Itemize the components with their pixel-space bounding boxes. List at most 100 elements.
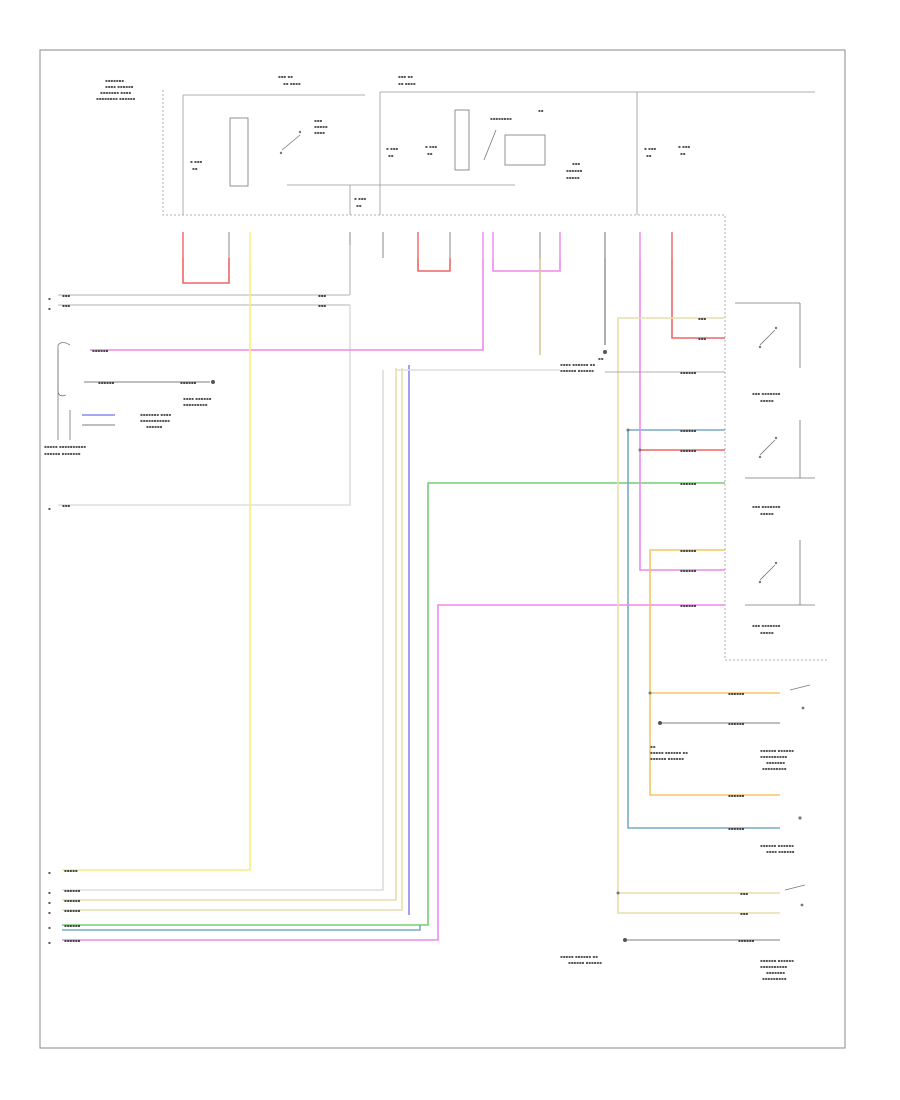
svg-text:▪▪▪▪▪▪: ▪▪▪▪▪▪ [680,428,697,433]
svg-text:▪▪▪▪▪▪: ▪▪▪▪▪▪ [680,448,697,453]
svg-text:▪▪▪▪▪▪ ▪▪▪▪▪▪: ▪▪▪▪▪▪ ▪▪▪▪▪▪ [760,958,794,963]
main-relay: ▪▪▪ ▪▪▪▪▪ ▪▪▪▪ [229,117,328,187]
svg-text:▪▪▪▪▪ ▪▪▪▪▪▪ ▪▪: ▪▪▪▪▪ ▪▪▪▪▪▪ ▪▪ [560,954,598,959]
svg-text:▪▪: ▪▪ [388,153,394,158]
svg-text:▪ ▪▪▪: ▪ ▪▪▪ [425,144,437,149]
svg-text:▪▪▪ ▪▪▪▪▪▪▪: ▪▪▪ ▪▪▪▪▪▪▪ [752,623,781,628]
svg-text:▪▪▪▪▪: ▪▪▪▪▪ [760,511,774,516]
svg-text:▪▪▪▪ ▪▪▪▪▪▪: ▪▪▪▪ ▪▪▪▪▪▪ [766,849,795,854]
hot-at-all-times-bus: ▪▪▪ ▪▪ ▪▪ ▪▪▪▪ [278,74,301,86]
svg-text:▪▪▪▪▪▪: ▪▪▪▪▪▪ [92,348,109,353]
svg-text:▪: ▪ [48,910,51,915]
svg-text:▪: ▪ [48,506,51,511]
svg-text:▪: ▪ [48,296,51,301]
svg-text:▪▪▪ ▪▪: ▪▪▪ ▪▪ [398,74,413,79]
svg-text:▪▪▪▪: ▪▪▪▪ [314,130,325,135]
svg-text:▪ ▪▪▪: ▪ ▪▪▪ [190,159,202,164]
svg-text:▪▪▪▪▪▪▪ ▪▪▪▪: ▪▪▪▪▪▪▪ ▪▪▪▪ [100,90,131,95]
svg-text:▪▪: ▪▪ [427,151,433,156]
svg-text:▪▪▪: ▪▪▪ [62,293,70,298]
svg-text:▪▪▪▪▪▪: ▪▪▪▪▪▪ [680,568,697,573]
svg-text:▪▪: ▪▪ [650,744,656,749]
svg-text:▪▪▪: ▪▪▪ [740,891,748,896]
engine-coolant-temp-sensor: ▪▪▪▪▪▪ ▪▪▪▪▪▪ ▪▪▪▪▪▪▪▪▪▪ ▪▪▪▪▪▪▪ ▪▪▪▪▪▪▪… [650,684,811,771]
svg-text:▪▪▪▪▪▪: ▪▪▪▪▪▪ [728,691,745,696]
svg-text:▪▪▪▪▪▪: ▪▪▪▪▪▪ [680,481,697,486]
svg-text:▪▪▪▪▪: ▪▪▪▪▪ [760,630,774,635]
svg-text:▪▪▪▪▪▪: ▪▪▪▪▪▪ [64,888,81,893]
fan-control-relay-2: ▪▪▪ ▪▪▪▪▪▪▪ ▪▪▪▪▪ [745,420,815,516]
svg-text:▪▪▪▪▪▪▪▪▪: ▪▪▪▪▪▪▪▪▪ [183,402,208,407]
svg-text:▪: ▪ [48,870,51,875]
svg-text:▪▪▪▪▪▪▪: ▪▪▪▪▪▪▪ [766,760,785,765]
svg-text:▪▪▪ ▪▪▪▪▪▪▪: ▪▪▪ ▪▪▪▪▪▪▪ [752,391,781,396]
fan-control-relay-1: ▪▪▪ ▪▪▪▪▪▪▪ ▪▪▪▪▪ [735,302,801,403]
svg-text:▪▪▪▪▪▪ ▪▪▪▪▪▪: ▪▪▪▪▪▪ ▪▪▪▪▪▪ [760,748,794,753]
connector-stubs [182,232,673,258]
svg-text:▪▪▪▪▪▪ ▪▪▪▪▪▪: ▪▪▪▪▪▪ ▪▪▪▪▪▪ [568,960,602,965]
hot-in-run-bus: ▪▪▪ ▪▪ ▪▪ ▪▪▪▪ [398,74,416,86]
svg-text:▪▪▪▪▪▪▪▪▪▪▪: ▪▪▪▪▪▪▪▪▪▪▪ [140,418,170,423]
wire-tags: ▪▪▪▪▪▪ ▪▪▪▪▪▪ ▪▪▪▪▪▪ ▪▪▪▪▪▪▪▪▪▪▪▪ ▪▪▪ ▪▪… [62,293,755,943]
svg-text:▪: ▪ [48,940,51,945]
svg-text:▪▪▪: ▪▪▪ [698,336,706,341]
svg-text:▪: ▪ [48,890,51,895]
svg-text:▪▪▪▪▪ ▪▪▪▪▪▪▪▪▪▪: ▪▪▪▪▪ ▪▪▪▪▪▪▪▪▪▪ [44,444,86,449]
svg-text:▪▪▪▪▪▪ ▪▪▪▪▪▪: ▪▪▪▪▪▪ ▪▪▪▪▪▪ [560,368,594,373]
svg-text:▪▪ ▪▪▪▪: ▪▪ ▪▪▪▪ [283,81,301,86]
svg-text:▪▪▪▪▪▪: ▪▪▪▪▪▪ [64,923,81,928]
battery-junction-box: ▪▪▪▪▪▪▪ ▪▪▪▪ ▪▪▪▪▪▪ ▪▪▪▪▪▪▪ ▪▪▪▪ ▪▪▪▪▪▪▪… [96,78,136,101]
svg-text:▪▪▪▪▪▪: ▪▪▪▪▪▪ [64,898,81,903]
svg-text:▪▪▪▪▪▪▪▪▪: ▪▪▪▪▪▪▪▪▪ [762,766,787,771]
engine-control-module: ▪▪▪▪▪ ▪▪▪▪▪▪▪▪▪▪ ▪▪▪▪▪▪ ▪▪▪▪▪▪▪ ▪▪▪▪▪▪▪ … [44,342,212,456]
fuse-block-fuses: ▪ ▪▪▪▪▪ ▪ ▪▪▪▪▪ ▪ ▪▪▪▪▪ ▪ ▪▪▪▪▪ ▪ ▪▪▪▪▪ … [190,144,690,208]
svg-text:▪ ▪▪▪: ▪ ▪▪▪ [678,144,690,149]
svg-text:▪▪▪▪▪▪: ▪▪▪▪▪▪ [566,168,583,173]
svg-text:▪▪▪▪ ▪▪▪▪▪▪: ▪▪▪▪ ▪▪▪▪▪▪ [105,84,134,89]
svg-text:▪▪▪▪▪▪ ▪▪▪▪▪▪: ▪▪▪▪▪▪ ▪▪▪▪▪▪ [760,843,794,848]
fuse-block [162,90,828,661]
svg-text:▪▪▪▪▪▪: ▪▪▪▪▪▪ [680,603,697,608]
svg-text:▪▪▪: ▪▪▪ [572,161,580,166]
radiator-fan-motor: ▪▪▪▪▪▪ ▪▪▪▪▪▪ ▪▪▪▪ ▪▪▪▪▪▪ [760,816,802,854]
svg-text:▪▪▪▪▪▪▪ ▪▪▪▪: ▪▪▪▪▪▪▪ ▪▪▪▪ [140,412,171,417]
svg-text:▪▪▪▪▪▪: ▪▪▪▪▪▪ [146,424,163,429]
svg-text:▪▪▪▪▪▪▪: ▪▪▪▪▪▪▪ [766,970,785,975]
svg-text:▪▪▪▪▪: ▪▪▪▪▪ [760,398,774,403]
svg-text:▪▪▪▪▪▪: ▪▪▪▪▪▪ [680,548,697,553]
svg-text:▪▪▪▪▪▪: ▪▪▪▪▪▪ [180,380,197,385]
svg-text:▪ ▪▪▪: ▪ ▪▪▪ [354,196,366,201]
svg-text:▪▪▪: ▪▪▪ [740,911,748,916]
svg-text:▪▪▪: ▪▪▪ [314,118,322,123]
svg-text:▪ ▪▪▪: ▪ ▪▪▪ [644,146,656,151]
svg-text:▪: ▪ [48,925,51,930]
svg-text:▪▪▪▪▪▪▪▪: ▪▪▪▪▪▪▪▪ [490,116,512,121]
svg-text:▪▪▪▪▪▪: ▪▪▪▪▪▪ [98,380,115,385]
svg-text:▪▪▪▪▪: ▪▪▪▪▪ [314,124,328,129]
svg-text:▪▪▪▪▪▪: ▪▪▪▪▪▪ [728,721,745,726]
svg-text:▪: ▪ [48,306,51,311]
svg-text:▪▪▪▪▪▪: ▪▪▪▪▪▪ [64,908,81,913]
cooling-fan-relay: ▪▪▪▪▪▪▪▪ ▪▪ ▪▪▪ ▪▪▪▪▪▪ ▪▪▪▪▪ [454,108,583,180]
svg-text:▪▪: ▪▪ [192,166,198,171]
svg-text:▪▪▪▪▪: ▪▪▪▪▪ [64,868,78,873]
svg-text:▪: ▪ [48,900,51,905]
svg-text:▪▪▪▪▪▪▪▪▪▪: ▪▪▪▪▪▪▪▪▪▪ [760,754,787,759]
svg-text:▪▪▪▪▪▪▪▪▪: ▪▪▪▪▪▪▪▪▪ [762,976,787,981]
svg-text:▪▪▪▪▪: ▪▪▪▪▪ [566,175,580,180]
svg-text:▪▪▪▪▪▪ ▪▪▪▪▪▪: ▪▪▪▪▪▪ ▪▪▪▪▪▪ [650,756,684,761]
svg-text:▪▪▪▪▪▪ ▪▪▪▪▪▪▪: ▪▪▪▪▪▪ ▪▪▪▪▪▪▪ [44,451,81,456]
svg-text:▪▪▪▪▪▪: ▪▪▪▪▪▪ [680,370,697,375]
svg-text:▪▪: ▪▪ [680,151,686,156]
svg-text:▪▪▪▪ ▪▪▪▪▪▪ ▪▪: ▪▪▪▪ ▪▪▪▪▪▪ ▪▪ [560,362,595,367]
diagram-frame [39,49,846,1049]
fan-control-relay-3: ▪▪▪ ▪▪▪▪▪▪▪ ▪▪▪▪▪ [745,540,815,635]
svg-text:▪ ▪▪▪: ▪ ▪▪▪ [386,146,398,151]
svg-text:▪▪▪▪▪▪: ▪▪▪▪▪▪ [738,938,755,943]
svg-text:▪▪▪: ▪▪▪ [318,293,326,298]
svg-text:▪▪▪▪▪▪▪▪▪▪: ▪▪▪▪▪▪▪▪▪▪ [760,964,787,969]
wires [58,245,780,941]
svg-text:▪▪▪ ▪▪: ▪▪▪ ▪▪ [278,74,293,79]
svg-text:▪▪▪▪▪▪▪▪ ▪▪▪▪▪▪: ▪▪▪▪▪▪▪▪ ▪▪▪▪▪▪ [96,96,136,101]
svg-text:▪▪▪: ▪▪▪ [698,316,706,321]
